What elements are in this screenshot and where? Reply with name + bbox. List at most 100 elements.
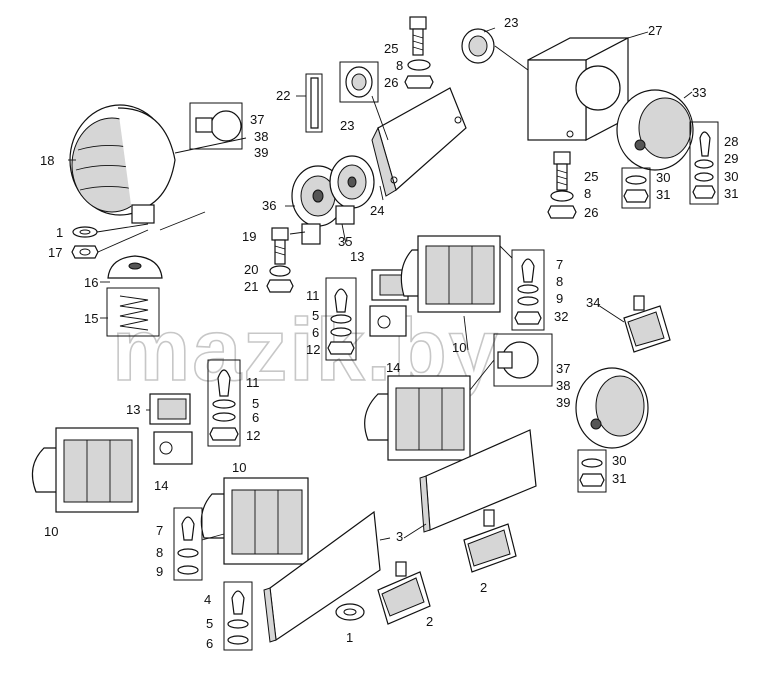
callout: 5 [252,396,259,411]
fastener-box-11-12-upper [325,277,357,361]
bolt-25-top [409,16,427,56]
callout: 28 [724,134,738,149]
plate-3-left [263,510,381,643]
strap-22 [305,73,323,133]
bulb-37-box [493,333,553,387]
fastener-box-30-31-top [621,167,651,209]
callout: 7 [556,257,563,272]
round-lamp-right [575,367,649,449]
fastener-box-28-31 [689,121,719,205]
clamp-13-14-lower [149,393,193,465]
callout: 38 [556,378,570,393]
fastener-box-11-12-lower [207,359,241,447]
washer-8-right [550,190,574,202]
callout: 5 [312,308,319,323]
washer-20 [269,265,291,277]
nut-26-right [547,205,577,219]
washer-1-bottom [335,603,365,621]
callout: 2 [480,580,487,595]
callout: 25 [584,169,598,184]
callout: 8 [556,274,563,289]
work-lamp-34 [623,295,671,353]
callout: 37 [556,361,570,376]
callout: 12 [306,342,320,357]
leader-lines [68,27,693,541]
fastener-box-30-31-bottom [577,449,607,493]
bolt-19 [271,227,289,265]
horns-36 [291,155,375,245]
callout: 10 [44,524,58,539]
callout: 32 [554,309,568,324]
fastener-box-7-32 [511,249,545,331]
callout: 30 [612,453,626,468]
callout: 37 [250,112,264,127]
callout: 27 [648,23,662,38]
callout: 7 [156,523,163,538]
callout: 9 [156,564,163,579]
callout: 9 [556,291,563,306]
rear-lamp-upper [400,235,501,313]
callout: 31 [612,471,626,486]
callout: 23 [340,118,354,133]
callout: 3 [396,529,403,544]
headlamp-bulb-top [174,102,247,154]
rear-lamp-left [31,427,139,513]
housing-27 [527,37,629,141]
rear-lamp-center [364,375,471,461]
callout: 6 [252,410,259,425]
callout: 29 [724,151,738,166]
callout: 11 [306,288,320,303]
callout: 35 [338,234,352,249]
callout: 5 [206,616,213,631]
callout: 22 [276,88,290,103]
callout: 16 [84,275,98,290]
fog-lamp-2-right [463,509,517,573]
callout: 34 [586,295,600,310]
plate-3-right [419,429,537,533]
seal-23-top [461,28,495,64]
callout: 18 [40,153,54,168]
callout: 36 [262,198,276,213]
callout: 30 [656,170,670,185]
callout-labels: 1 17 18 16 15 37 38 39 22 23 23 24 25 8 … [40,15,738,651]
rubber-cushion-16 [107,255,163,279]
callout: 15 [84,311,98,326]
callout: 1 [56,225,63,240]
callout: 6 [206,636,213,651]
nut-21 [266,279,294,293]
callout: 8 [584,186,591,201]
callout: 10 [232,460,246,475]
callout: 14 [386,360,400,375]
bolt-25-right [553,151,571,191]
callout: 6 [312,325,319,340]
callout: 8 [156,545,163,560]
callout: 10 [452,340,466,355]
callout: 19 [242,229,256,244]
callout: 21 [244,279,258,294]
callout: 33 [692,85,706,100]
callout: 25 [384,41,398,56]
spring-15 [106,287,160,337]
callout: 13 [126,402,140,417]
work-headlamp [69,104,206,231]
fastener-box-4-6 [223,581,253,651]
fastener-box-7-9 [173,507,203,581]
callout: 8 [396,58,403,73]
rear-lamp-lower [200,477,309,565]
callout: 20 [244,262,258,277]
nut-26-top [404,75,434,89]
seal-23-mid [339,61,379,103]
callout: 38 [254,129,268,144]
callout: 39 [556,395,570,410]
bracket-24 [371,87,467,197]
fog-lamp-2-left [377,561,431,625]
callout: 12 [246,428,260,443]
callout: 23 [504,15,518,30]
callout: 2 [426,614,433,629]
callout: 1 [346,630,353,645]
washer-8-top [407,59,431,71]
callout: 26 [384,75,398,90]
nut-17 [71,245,99,259]
callout: 11 [246,375,260,390]
